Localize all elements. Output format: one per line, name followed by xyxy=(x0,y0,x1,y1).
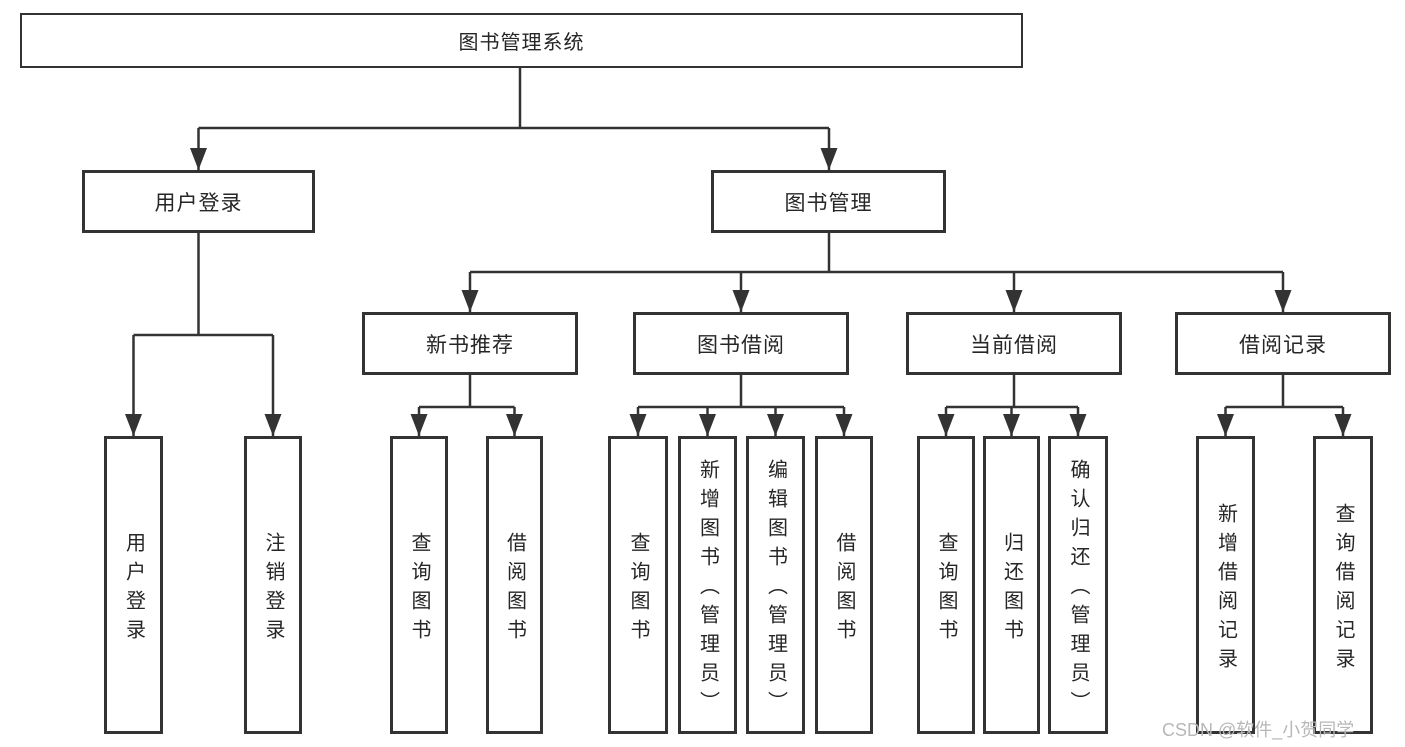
node-nb-query-books: 查询图书 xyxy=(390,436,448,734)
node-label: 借阅图书 xyxy=(833,531,855,648)
node-label: 查询图书 xyxy=(935,531,957,648)
node-cb-return-books: 归还图书 xyxy=(983,436,1040,734)
node-label: 查询图书 xyxy=(627,531,649,648)
node-label: 用户登录 xyxy=(122,531,145,648)
node-label: 新增图书（管理员） xyxy=(696,459,719,720)
node-borrowing-records: 借阅记录 xyxy=(1175,312,1391,375)
node-label: 当前借阅 xyxy=(970,333,1058,357)
node-label: 借阅记录 xyxy=(1239,333,1327,357)
node-label: 查询借阅记录 xyxy=(1332,502,1354,677)
node-new-book-recommend: 新书推荐 xyxy=(362,312,578,375)
node-br-add-record: 新增借阅记录 xyxy=(1196,436,1255,734)
node-label: 借阅图书 xyxy=(503,531,526,648)
node-label: 注销登录 xyxy=(262,531,284,648)
node-bb-add-books-admin: 新增图书（管理员） xyxy=(678,436,737,734)
node-label: 新书推荐 xyxy=(426,333,514,357)
node-label: 查询图书 xyxy=(408,531,430,648)
node-bb-query-books: 查询图书 xyxy=(608,436,668,734)
node-label: 新增借阅记录 xyxy=(1214,502,1237,677)
node-logout-leaf: 注销登录 xyxy=(244,436,302,734)
node-book-borrowing: 图书借阅 xyxy=(633,312,849,375)
node-bb-edit-books-admin: 编辑图书（管理员） xyxy=(746,436,805,734)
node-br-query-record: 查询借阅记录 xyxy=(1313,436,1373,734)
node-cb-query-books: 查询图书 xyxy=(917,436,975,734)
node-label: 用户登录 xyxy=(154,191,243,215)
node-user-login: 用户登录 xyxy=(82,170,315,233)
csdn-watermark: CSDN @软件_小贺同学 xyxy=(1162,720,1355,740)
node-bb-borrow-books: 借阅图书 xyxy=(815,436,873,734)
node-book-management: 图书管理 xyxy=(711,170,946,233)
node-library-management-system: 图书管理系统 xyxy=(20,13,1023,68)
node-label: 归还图书 xyxy=(1000,531,1023,648)
node-label: 编辑图书（管理员） xyxy=(764,459,787,720)
node-current-borrowing: 当前借阅 xyxy=(906,312,1122,375)
connector-rails xyxy=(133,67,1343,409)
node-label: 图书管理 xyxy=(784,191,873,215)
node-label: 确认归还（管理员） xyxy=(1067,459,1089,720)
node-nb-borrow-books: 借阅图书 xyxy=(486,436,543,734)
node-label: 图书管理系统 xyxy=(458,32,585,54)
node-cb-confirm-return-admin: 确认归还（管理员） xyxy=(1048,436,1108,734)
node-label: 图书借阅 xyxy=(697,333,785,357)
node-user-login-leaf: 用户登录 xyxy=(104,436,163,734)
